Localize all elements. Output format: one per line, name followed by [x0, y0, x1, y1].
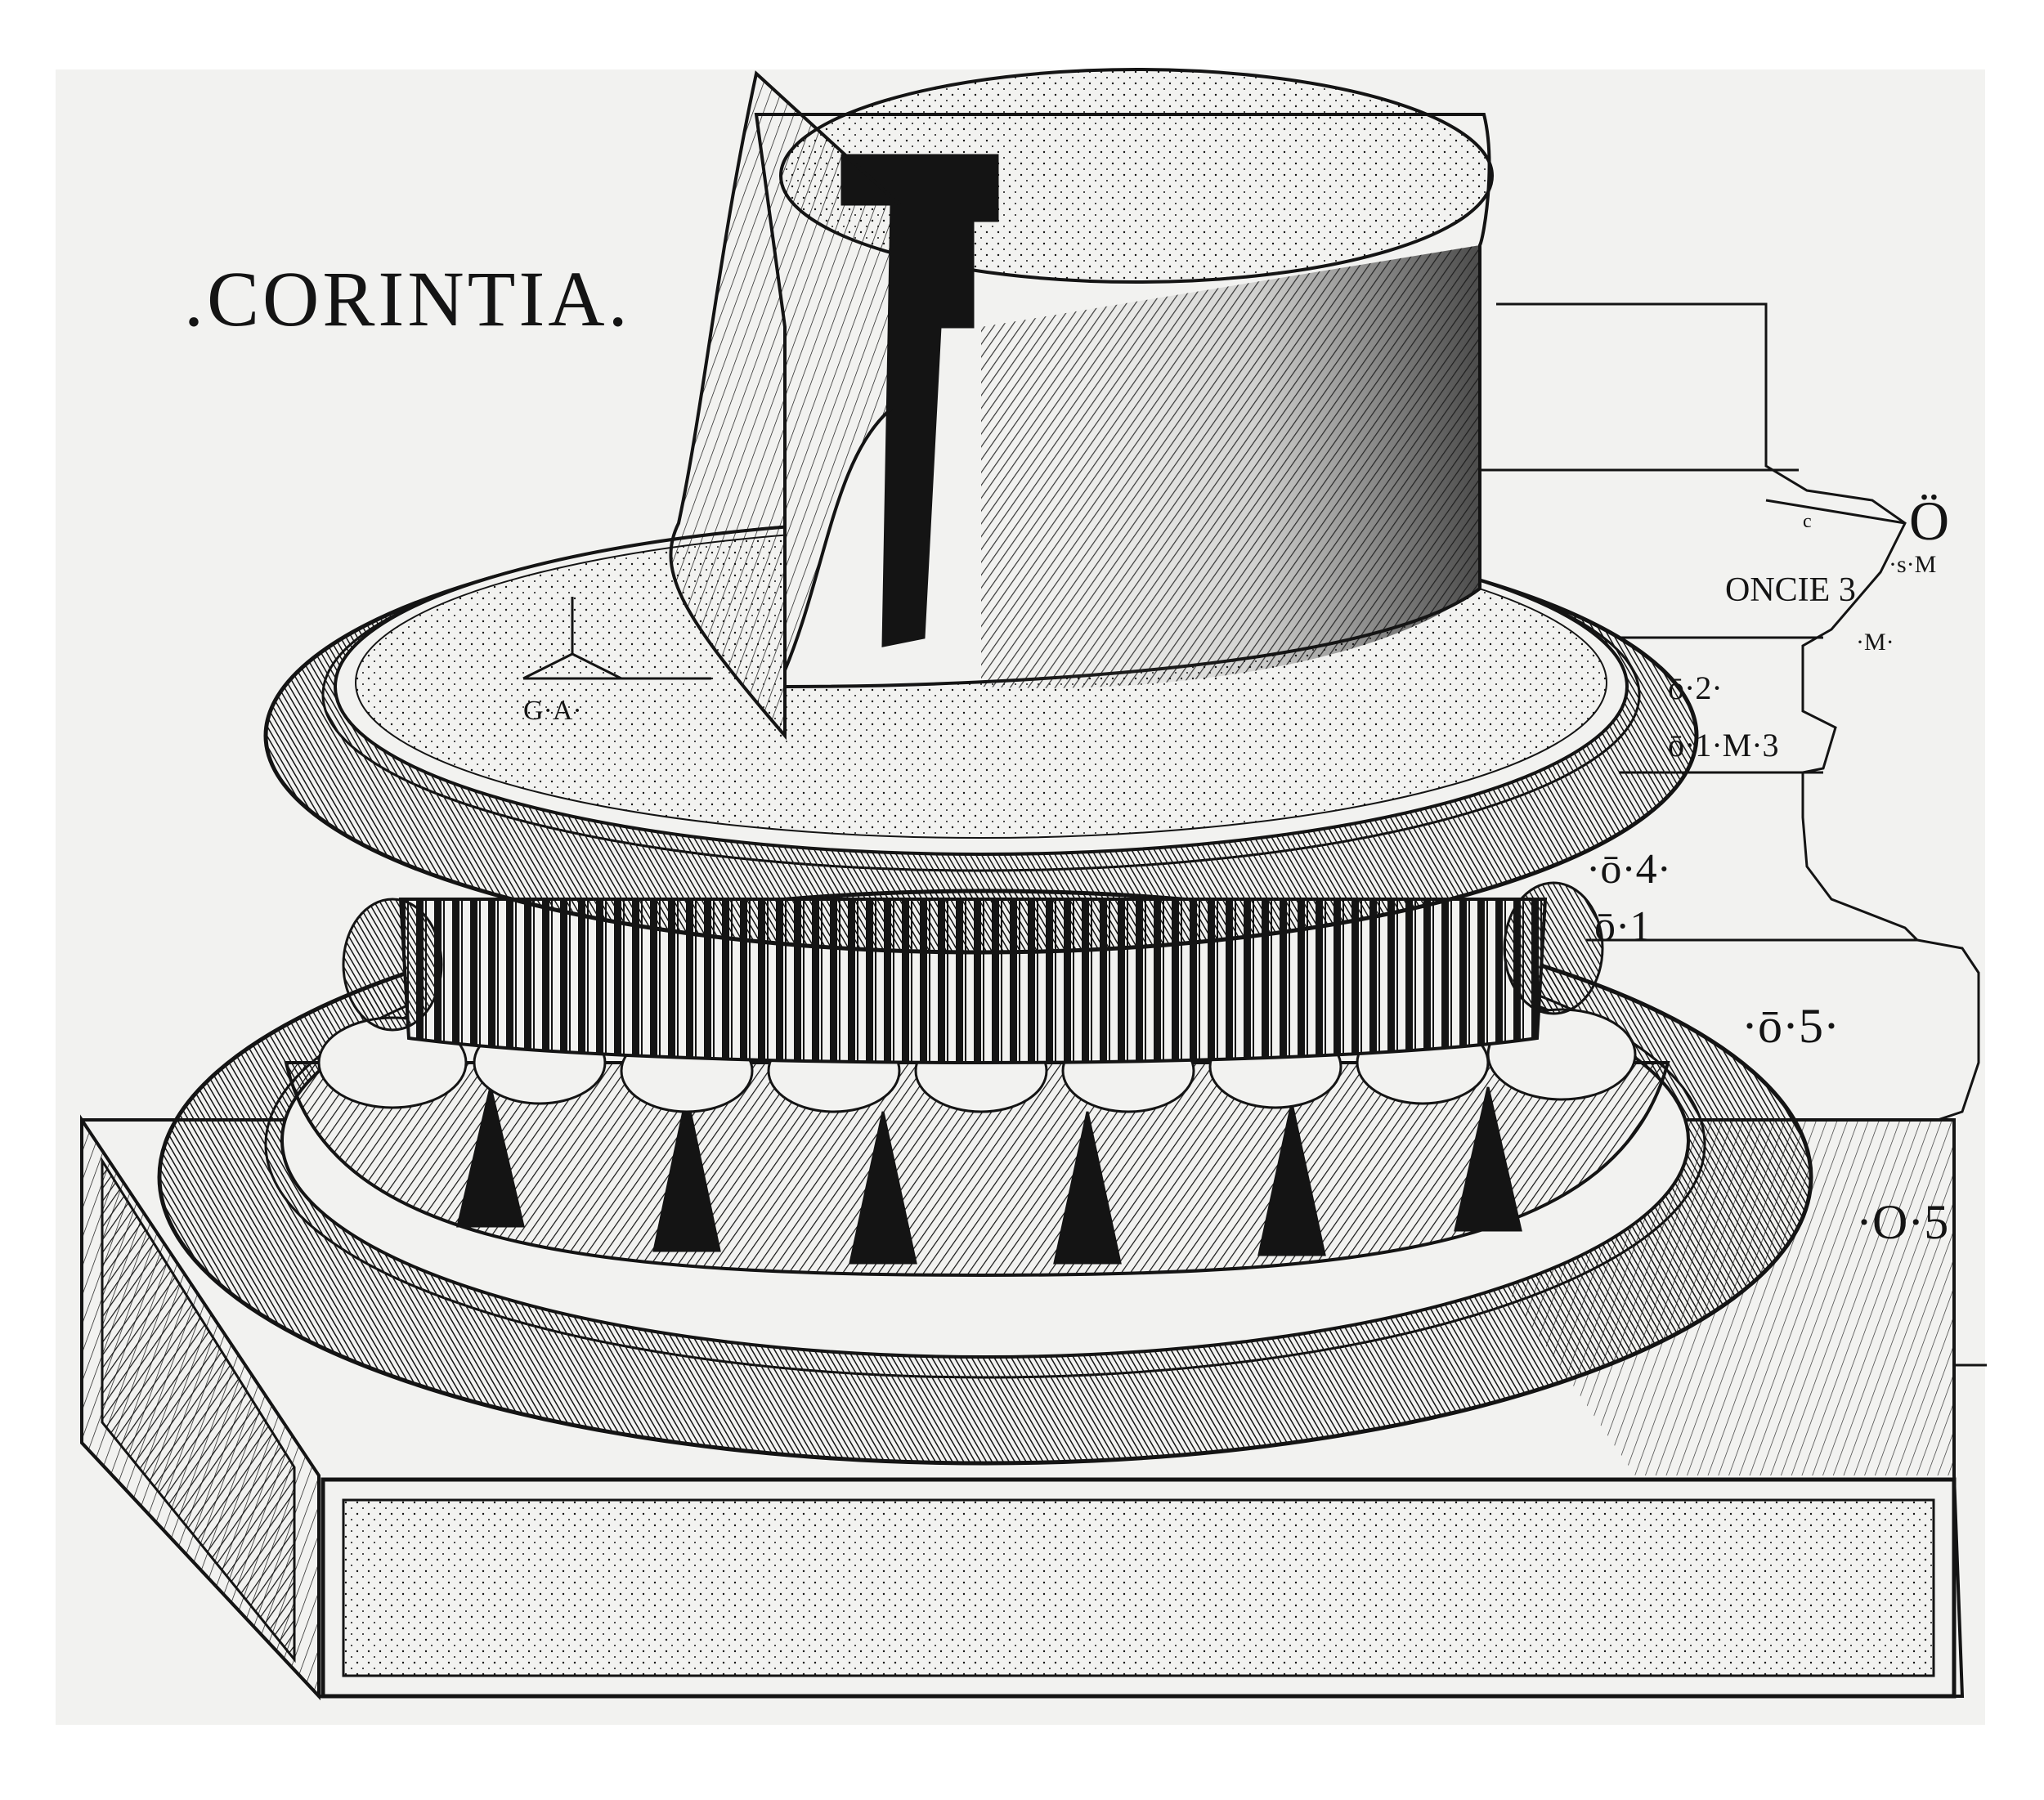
label-o-top: Ö: [1909, 490, 1949, 552]
label-o5b: ·O·5: [1856, 1195, 1948, 1249]
column-shaft: [669, 68, 1494, 741]
plate-title: .CORINTIA.: [184, 255, 631, 343]
label-o5a: ·ō·5·: [1741, 999, 1840, 1053]
label-sm: ·s·M: [1889, 551, 1936, 578]
label-o1m3: ō·1·M·3: [1668, 727, 1779, 763]
label-o4: ·ō·4·: [1586, 846, 1671, 893]
label-m: ·M·: [1856, 629, 1894, 656]
engraver-monogram-icon: [522, 597, 711, 680]
label-o1: ō·1: [1594, 903, 1651, 950]
label-oncie: ONCIE 3: [1725, 571, 1856, 609]
fluted-band: [342, 881, 1604, 1064]
label-o2: ō·2·: [1668, 669, 1723, 706]
engraver-mark: G·A·: [523, 696, 582, 726]
label-c: c: [1803, 511, 1812, 532]
